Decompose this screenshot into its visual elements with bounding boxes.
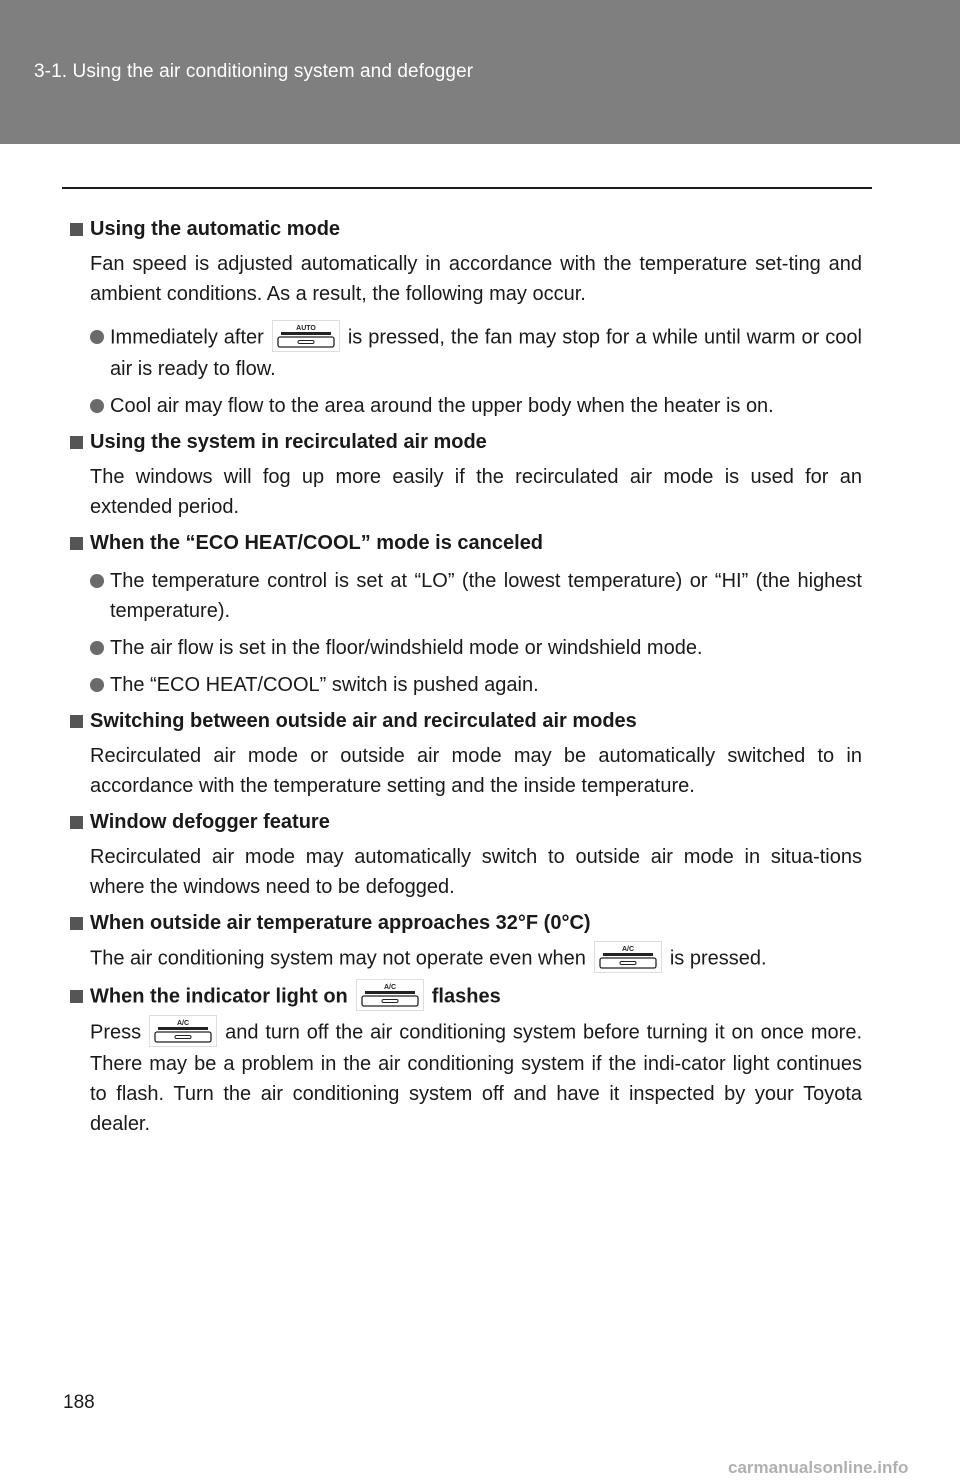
section-heading: When outside air temperature approaches … [70, 908, 862, 939]
section-heading: Using the automatic mode [70, 214, 862, 245]
ac-button-icon: A/C [355, 979, 424, 1011]
list-item: The temperature control is set at “LO” (… [70, 566, 862, 626]
square-bullet-icon [70, 537, 83, 550]
section-window-defogger: Window defogger feature Recirculated air… [70, 807, 862, 902]
round-bullet-icon [90, 641, 104, 655]
page-content: Using the automatic mode Fan speed is ad… [70, 214, 862, 1139]
watermark: carmanualsonline.info [728, 1458, 909, 1477]
square-bullet-icon [70, 917, 83, 930]
square-bullet-icon [70, 223, 83, 236]
section-text: Recirculated air mode may automatically … [90, 846, 862, 898]
section-text: Recirculated air mode or outside air mod… [90, 745, 862, 797]
section-outside-temperature: When outside air temperature approaches … [70, 908, 862, 975]
section-recirculated-mode: Using the system in recirculated air mod… [70, 427, 862, 522]
auto-button-icon: AUTO [271, 320, 340, 352]
list-item: The “ECO HEAT/COOL” switch is pushed aga… [70, 670, 862, 700]
section-eco-canceled: When the “ECO HEAT/COOL” mode is cancele… [70, 528, 862, 700]
svg-text:AUTO: AUTO [296, 325, 316, 332]
section-text: The air conditioning system may not oper… [70, 941, 862, 975]
header-rule [62, 187, 872, 189]
list-item: The air flow is set in the floor/windshi… [70, 633, 862, 663]
ac-button-icon: A/C [149, 1015, 218, 1047]
section-heading: Using the system in recirculated air mod… [70, 427, 862, 458]
round-bullet-icon [90, 330, 104, 344]
round-bullet-icon [90, 399, 104, 413]
svg-text:A/C: A/C [177, 1020, 189, 1027]
list-item: Cool air may flow to the area around the… [70, 391, 862, 421]
square-bullet-icon [70, 436, 83, 449]
section-text: The windows will fog up more easily if t… [90, 466, 862, 518]
section-text: Fan speed is adjusted automatically in a… [90, 253, 862, 305]
svg-text:A/C: A/C [384, 984, 396, 991]
header-title: 3-1. Using the air conditioning system a… [34, 61, 474, 82]
round-bullet-icon [90, 678, 104, 692]
section-heading: Window defogger feature [70, 807, 862, 838]
page-number: 188 [63, 1392, 95, 1413]
section-switching-modes: Switching between outside air and recirc… [70, 706, 862, 801]
square-bullet-icon [70, 715, 83, 728]
round-bullet-icon [90, 574, 104, 588]
square-bullet-icon [70, 816, 83, 829]
svg-text:A/C: A/C [622, 946, 634, 953]
square-bullet-icon [70, 990, 83, 1003]
section-heading: Switching between outside air and recirc… [70, 706, 862, 737]
page-header: 3-1. Using the air conditioning system a… [0, 0, 960, 144]
ac-button-icon: A/C [593, 941, 662, 973]
section-heading: When the “ECO HEAT/COOL” mode is cancele… [70, 528, 862, 559]
section-automatic-mode: Using the automatic mode Fan speed is ad… [70, 214, 862, 421]
